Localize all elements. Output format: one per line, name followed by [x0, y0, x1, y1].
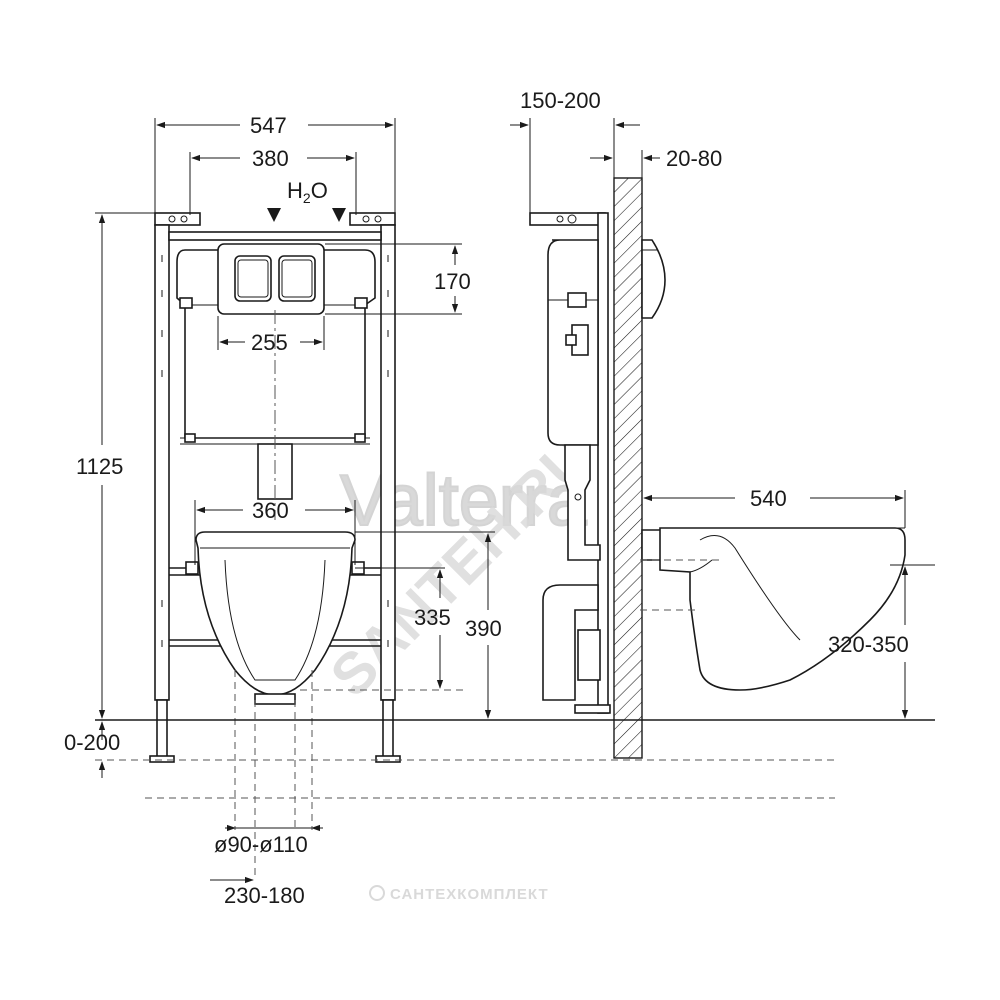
top-crossbar [168, 231, 382, 241]
wall-section [613, 177, 643, 759]
bracket-hole [567, 214, 577, 224]
wc-bowl-side [659, 527, 906, 691]
bowl-side-inner [699, 535, 801, 641]
drain-bracket [577, 629, 601, 681]
button-width-label: 255 [251, 330, 288, 355]
bowl-fix-height-label: 335 [414, 605, 451, 630]
bowl-outlet [254, 693, 296, 705]
post-holes [161, 255, 389, 647]
wc-bowl-front [195, 531, 356, 696]
button-height-label: 170 [434, 269, 471, 294]
left-foot [156, 699, 168, 761]
water-inlet-marker [332, 208, 346, 222]
floor-lines [95, 719, 935, 799]
bracket-hole [168, 215, 176, 223]
floor-offset-label: 0-200 [64, 730, 120, 755]
inlet-height-label: 390 [465, 616, 502, 641]
drain-offset-label: 230-180 [224, 883, 305, 908]
cistern-foot [354, 433, 366, 443]
flush-button-right [278, 255, 316, 302]
flush-button-left [234, 255, 272, 302]
flush-button-left-inner [237, 259, 269, 298]
bowl-projection-label: 540 [750, 486, 787, 511]
bracket-hole [374, 215, 382, 223]
frame-height-label: 1125 [76, 454, 123, 479]
dimension-labels: 547 380 H2O 170 255 1125 360 335 390 0-2… [64, 88, 909, 908]
bracket-hole [556, 215, 564, 223]
footer-watermark: САНТЕХКОМПЛЕКТ [390, 886, 549, 903]
cistern-clip [354, 297, 368, 309]
right-foot-plate [375, 755, 401, 763]
flush-plate-side [641, 239, 666, 319]
bowl-bolt-left [185, 561, 199, 575]
bracket-hole [180, 215, 188, 223]
bowl-fix-spacing-label: 360 [252, 498, 289, 523]
side-view [529, 177, 906, 759]
front-view [149, 212, 401, 880]
drain-diameter-label: ø90-ø110 [214, 832, 308, 857]
side-foot-plate [574, 704, 611, 714]
footer-watermark-logo [369, 885, 385, 901]
flush-button-right-inner [281, 259, 313, 298]
frame-width-label: 547 [250, 113, 287, 138]
right-top-bracket [349, 212, 396, 226]
water-label: H2O [287, 178, 328, 206]
cistern-clip [179, 297, 193, 309]
pipe-screw [574, 493, 582, 501]
bracket-spacing-label: 380 [252, 146, 289, 171]
side-flush-pipe [564, 444, 601, 561]
dimension-lines [95, 118, 935, 884]
cistern-foot [184, 433, 196, 443]
bowl-side-trap [689, 559, 713, 573]
bowl-inner [224, 559, 326, 681]
water-inlet-marker [267, 208, 281, 222]
bracket-hole [362, 215, 370, 223]
frame-depth-label: 150-200 [520, 88, 601, 113]
cistern-side-clip [565, 334, 577, 346]
left-top-bracket [154, 212, 201, 226]
side-drain-elbow [542, 584, 599, 701]
wall-thickness-label: 20-80 [666, 146, 722, 171]
right-foot [382, 699, 394, 761]
left-foot-plate [149, 755, 175, 763]
cistern-side-valve [567, 292, 587, 308]
bowl-height-label: 320-350 [828, 632, 909, 657]
